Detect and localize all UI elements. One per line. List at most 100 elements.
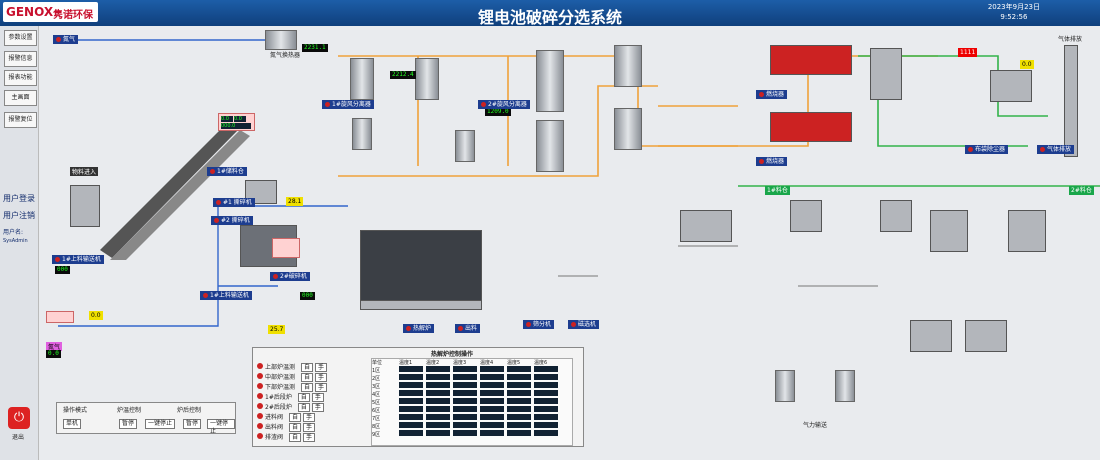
n2-tag: 氮气 (53, 35, 79, 44)
manual-button[interactable]: 手 (315, 383, 328, 392)
pause-button-2[interactable]: 暂停 (183, 419, 202, 429)
column-header: 温度2 (426, 360, 440, 366)
table-cell (426, 366, 450, 372)
table-cell (534, 390, 558, 396)
auto-button[interactable]: 自 (297, 403, 310, 412)
table-cell (534, 398, 558, 404)
exit-button[interactable]: ⏻ (8, 407, 30, 429)
table-cell (399, 414, 423, 420)
table-row: 7区 (372, 414, 572, 422)
manual-button[interactable]: 手 (303, 413, 316, 422)
auto-button[interactable]: 自 (289, 413, 302, 422)
param-settings-button[interactable]: 参数设置 (4, 30, 37, 46)
table-cell (453, 366, 477, 372)
manual-button[interactable]: 手 (315, 363, 328, 372)
auto-button[interactable]: 自 (301, 383, 314, 392)
heat-panel-row: 1#后段炉自手 (257, 392, 324, 402)
manual-button[interactable]: 手 (303, 423, 316, 432)
main-screen-button[interactable]: 主画面 (4, 90, 37, 106)
table-cell (399, 374, 423, 380)
n2-value: 0.0 (46, 350, 61, 358)
feed-hopper (70, 185, 100, 227)
table-row: 2区 (372, 374, 572, 382)
table-cell (480, 406, 504, 412)
table-cell (426, 374, 450, 380)
table-cell (534, 422, 558, 428)
table-row: 5区 (372, 398, 572, 406)
local-mode-button[interactable]: 单机 (63, 419, 82, 429)
table-cell (453, 374, 477, 380)
heating-title: 热解炉控制操作 (431, 351, 474, 358)
exhaust-label: 气体排放 (1058, 36, 1083, 43)
datetime: 2023年9月23日 9:52:56 (988, 2, 1040, 22)
table-cell (426, 414, 450, 420)
table-row: 4区 (372, 390, 572, 398)
heat-panel-row: 进料阀自手 (257, 412, 316, 422)
table-cell (453, 382, 477, 388)
table-cell (480, 398, 504, 404)
auto-button[interactable]: 自 (289, 423, 302, 432)
status-indicator (257, 383, 263, 389)
table-cell (480, 366, 504, 372)
logout-link[interactable]: 用户注销 (3, 211, 35, 220)
table-cell (480, 422, 504, 428)
table-cell (480, 430, 504, 436)
scrubber-2 (614, 108, 642, 150)
n2-flow-value: 0.0 (89, 311, 103, 320)
status-indicator (257, 363, 263, 369)
silo-1 (930, 210, 968, 252)
manual-button[interactable]: 手 (303, 433, 316, 442)
status-indicator (257, 413, 263, 419)
screen-2 (880, 200, 912, 232)
table-cell (480, 382, 504, 388)
pause-button[interactable]: 暂停 (119, 419, 138, 429)
pyrolysis-furnace (360, 230, 482, 302)
crusher-panel (272, 238, 300, 258)
table-cell (507, 382, 531, 388)
manual-button[interactable]: 手 (315, 373, 328, 382)
burner2-tag: 燃烧器 (756, 157, 788, 166)
row-label: 6区 (372, 408, 381, 414)
heat-panel-row: 排渣阀自手 (257, 432, 316, 442)
report-button[interactable]: 报表功能 (4, 70, 37, 86)
table-cell (399, 366, 423, 372)
alarm-reset-button[interactable]: 报警复位 (4, 112, 37, 128)
table-row: 9区 (372, 430, 572, 438)
status-indicator (257, 373, 263, 379)
auto-button[interactable]: 自 (289, 433, 302, 442)
shredder2-tag: #2 撕碎机 (211, 216, 253, 225)
table-cell (507, 374, 531, 380)
weigh-value-2: 0.0 (234, 116, 246, 122)
stop-button[interactable]: 一键停止 (145, 419, 176, 429)
stop-button-2[interactable]: 一键停止 (207, 419, 235, 435)
cyc2-tag: 2#旋风分离器 (478, 100, 530, 109)
table-cell (399, 390, 423, 396)
column-header: 单位 (372, 360, 383, 366)
heat-panel-row: 下部炉温测自手 (257, 382, 328, 392)
heat-row-label: 2#后段炉 (265, 404, 292, 411)
column-header: 温度3 (453, 360, 467, 366)
status-indicator (257, 403, 263, 409)
furnace-base (360, 300, 482, 310)
manual-button[interactable]: 手 (311, 403, 324, 412)
status-indicator (257, 393, 263, 399)
green-tag-1: 1#料仓 (765, 186, 790, 195)
heat-row-label: 中部炉温测 (265, 374, 296, 381)
weigh-total: 000.0 (221, 123, 251, 129)
table-cell (507, 398, 531, 404)
column-header: 温度1 (399, 360, 413, 366)
manual-button[interactable]: 手 (311, 393, 324, 402)
table-cell (534, 374, 558, 380)
auto-button[interactable]: 自 (301, 373, 314, 382)
time: 9:52:56 (1000, 13, 1028, 21)
auto-button[interactable]: 自 (301, 363, 314, 372)
cyc1-temp: 2231.1 (302, 44, 328, 52)
operation-panel: 操作模式 炉温控制 炉后控制 单机 暂停 一键停止 暂停 一键停止 (56, 402, 236, 435)
alarm-box: 1111 (958, 48, 978, 57)
login-link[interactable]: 用户登录 (3, 194, 35, 203)
exhaust-stack (1064, 45, 1078, 157)
alarm-info-button[interactable]: 报警信息 (4, 51, 37, 67)
auto-button[interactable]: 自 (297, 393, 310, 402)
burner1-tag: 燃烧器 (756, 90, 788, 99)
table-cell (426, 390, 450, 396)
